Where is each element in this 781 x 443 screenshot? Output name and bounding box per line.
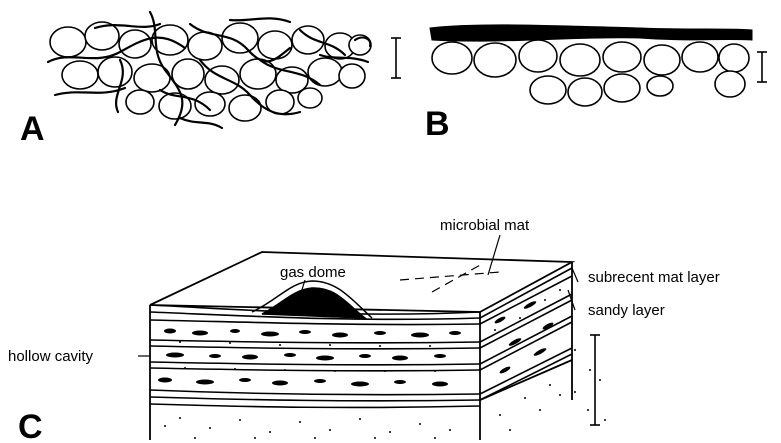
panel-c-letter: C bbox=[18, 408, 43, 443]
panel-b-scale-bar bbox=[757, 52, 767, 82]
panel-a-letter: A bbox=[20, 110, 45, 148]
label-subrecent-mat-layer: subrecent mat layer bbox=[588, 269, 720, 286]
panel-a-scale-bar bbox=[391, 38, 401, 78]
panel-c-scale-bar bbox=[590, 335, 600, 425]
panel-c-layer-lines bbox=[150, 305, 480, 407]
panel-b-letter: B bbox=[425, 105, 450, 143]
panel-a: A bbox=[20, 12, 401, 148]
panel-b: B bbox=[425, 25, 767, 143]
label-gas-dome: gas dome bbox=[280, 264, 346, 281]
label-hollow-cavity: hollow cavity bbox=[8, 348, 94, 365]
label-microbial-mat: microbial mat bbox=[440, 217, 530, 234]
label-sandy-layer: sandy layer bbox=[588, 302, 665, 319]
panel-b-microbial-mat bbox=[430, 25, 752, 41]
panel-c: microbial mat gas dome subrecent mat lay… bbox=[8, 217, 720, 443]
panel-b-sand-grains bbox=[432, 40, 749, 106]
